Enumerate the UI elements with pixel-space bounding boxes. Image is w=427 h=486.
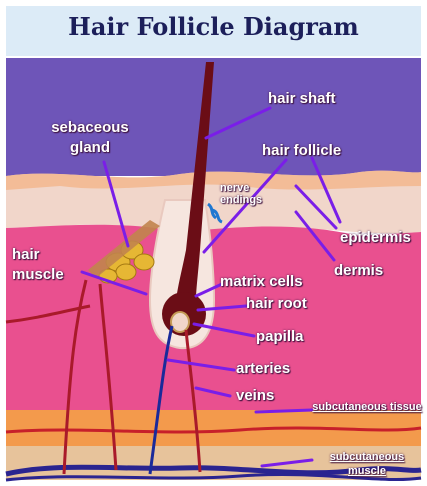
papilla-drawing xyxy=(171,312,189,332)
label-matrix-cells: matrix cells xyxy=(220,273,303,290)
label-hair-root: hair root xyxy=(246,295,307,312)
pointer-subcut-tissue xyxy=(256,410,312,412)
label-subcutaneous-tissue: subcutaneous tissue xyxy=(312,400,422,414)
label-hair-muscle: hair muscle xyxy=(12,245,72,285)
label-dermis: dermis xyxy=(334,262,383,279)
label-sebaceous-gland: sebaceous gland xyxy=(50,118,130,158)
label-papilla: papilla xyxy=(256,328,304,345)
label-hair-follicle: hair follicle xyxy=(262,142,341,159)
label-nerve-endings: nerve endings xyxy=(220,182,268,206)
label-epidermis: epidermis xyxy=(340,229,411,246)
label-veins: veins xyxy=(236,387,274,404)
label-arteries: arteries xyxy=(236,360,290,377)
label-subcutaneous-muscle: subcutaneous muscle xyxy=(312,450,422,478)
sky-layer xyxy=(6,58,421,176)
label-hair-shaft: hair shaft xyxy=(268,90,336,107)
